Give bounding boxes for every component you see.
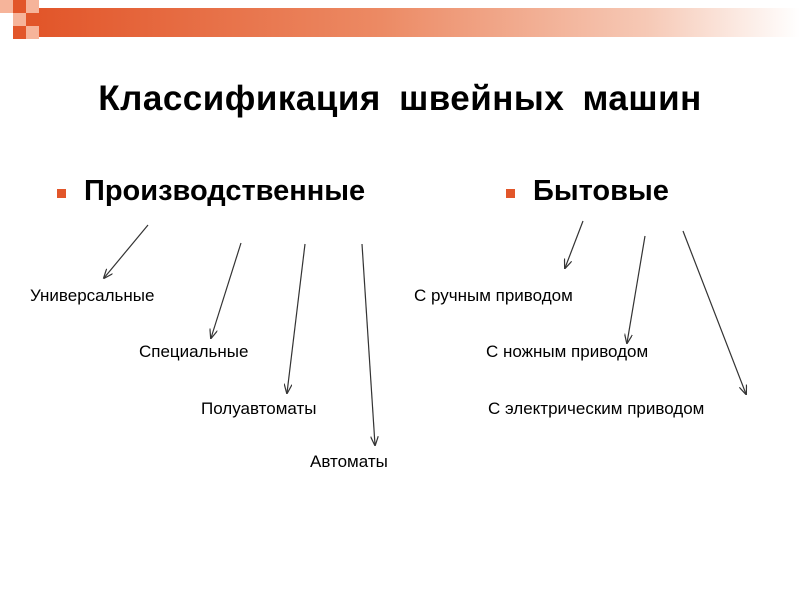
industrial-item-automatic: Автоматы	[310, 452, 388, 471]
decor-square	[13, 0, 26, 13]
bullet-square-icon	[506, 189, 515, 198]
industrial-item-semiautomatic: Полуавтоматы	[201, 399, 317, 418]
bullet-square-icon	[57, 189, 66, 198]
decor-square	[0, 0, 13, 13]
decor-square	[13, 13, 26, 26]
arrow-to-universal	[104, 224, 149, 278]
household-item-electric: С электрическим приводом	[488, 399, 705, 418]
industrial-item-special: Специальные	[139, 342, 249, 361]
decor-square	[13, 26, 26, 39]
arrow-to-automatic	[361, 243, 375, 445]
decor-square	[26, 26, 39, 39]
arrow-to-foot	[627, 235, 646, 343]
arrow-to-manual	[565, 220, 584, 268]
category-industrial: Производственные	[84, 175, 366, 207]
arrow-to-electric	[682, 230, 746, 394]
arrow-to-special	[211, 242, 242, 338]
decor-square	[26, 0, 39, 13]
decor-square	[26, 13, 39, 26]
category-household: Бытовые	[533, 175, 669, 207]
industrial-item-universal: Универсальные	[30, 286, 155, 305]
household-item-foot: С ножным приводом	[486, 342, 649, 361]
household-item-manual: С ручным приводом	[414, 286, 573, 305]
slide-title: Классификация швейных машин	[98, 79, 702, 118]
header-gradient-bar	[38, 8, 800, 37]
arrow-to-semiautomatic	[287, 243, 306, 393]
